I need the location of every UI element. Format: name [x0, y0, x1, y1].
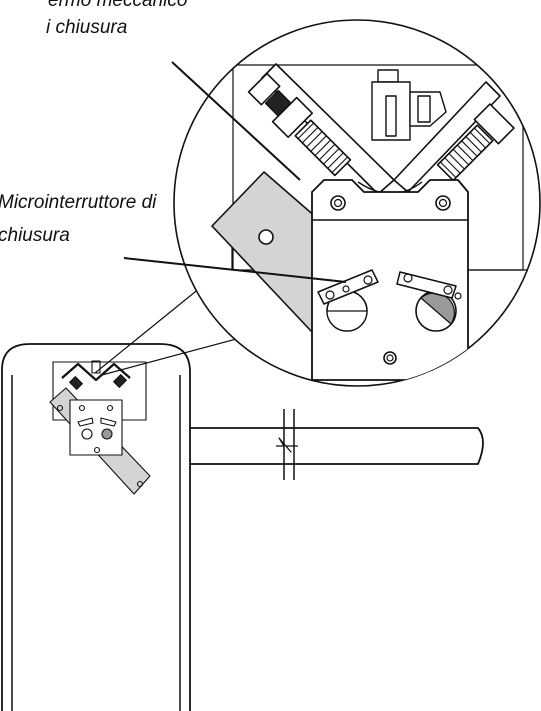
zoom-detail [211, 63, 540, 381]
microswitch-left [317, 269, 379, 305]
cam-left [326, 290, 368, 332]
label-microswitch-line1: Microinterruttore di [0, 192, 157, 213]
barrier-post [1, 343, 191, 711]
label-mechanical-stop-line2: i chiusura [46, 17, 128, 38]
cam-right [415, 290, 457, 332]
microswitch-right [396, 271, 462, 300]
mechanical-stop [247, 72, 352, 177]
leader-line-microswitch [123, 257, 347, 283]
mechanism-small [49, 360, 151, 495]
leader-line-mechanical-stop [171, 61, 301, 181]
boom-arm [190, 409, 484, 480]
label-microswitch-line2: chiusura [0, 225, 70, 246]
label-mechanical-stop-line1: ermo meccanico [48, 0, 188, 11]
